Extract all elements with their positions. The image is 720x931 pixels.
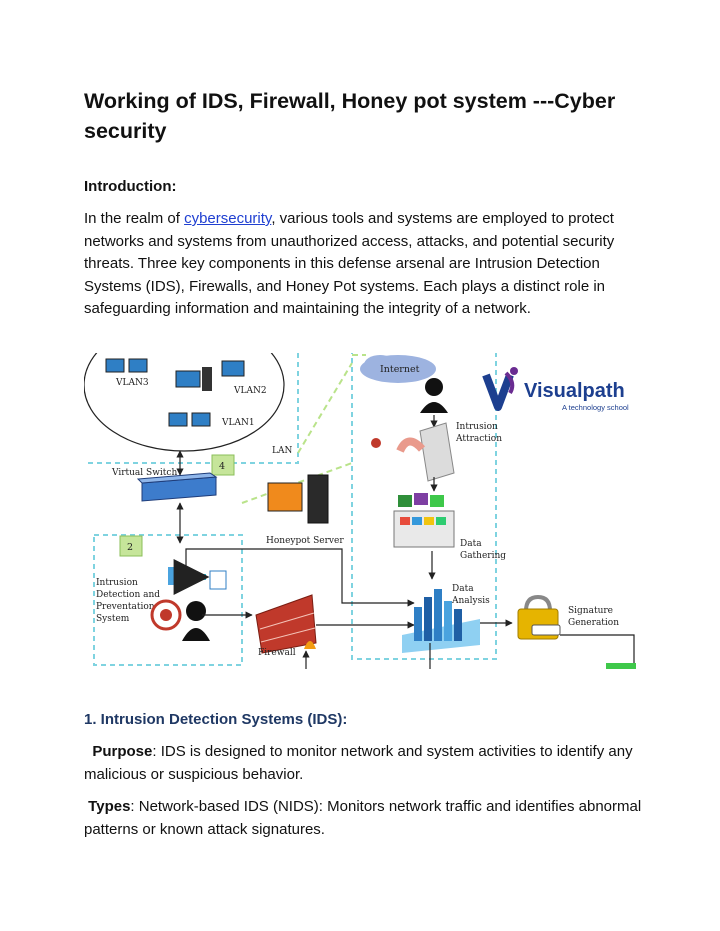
monitor-icon	[267, 474, 329, 524]
ids-label-line2: Detection and	[96, 590, 160, 600]
introduction-heading: Introduction:	[84, 178, 177, 195]
switch-icon	[136, 472, 218, 502]
vlan1-label: VLAN1	[221, 418, 255, 428]
ids-label-line4: System	[96, 614, 130, 624]
svg-text:Visualpath: Visualpath	[524, 380, 625, 402]
step-4-label: 4	[219, 461, 225, 472]
ids-label-line1: Intrusion	[96, 578, 138, 588]
security-architecture-diagram: VLAN3 VLAN2 VLAN1 LAN 4 Virtual Switch 2…	[84, 353, 636, 669]
computer-icon	[105, 358, 245, 427]
intro-text-start: In the realm of	[84, 210, 185, 227]
data-analysis-label-line2: Analysis	[451, 596, 490, 606]
intrusion-attraction-label-line2: Attraction	[455, 434, 502, 444]
ids-types-paragraph: Types: Network-based IDS (NIDS): Monitor…	[84, 796, 644, 841]
ids-purpose-paragraph: Purpose: IDS is designed to monitor netw…	[84, 741, 644, 786]
visualpath-logo: Visualpath A technology school	[482, 367, 629, 412]
types-text: : Network-based IDS (NIDS): Monitors net…	[84, 798, 642, 838]
data-analysis-label-line1: Data	[452, 584, 474, 594]
vlan3-label: VLAN3	[115, 378, 149, 388]
section-1-heading: 1. Intrusion Detection Systems (IDS):	[84, 711, 348, 728]
attacker-icon	[420, 378, 448, 413]
lan-label: LAN	[272, 446, 292, 456]
building-icon	[371, 422, 455, 482]
svg-text:A technology school: A technology school	[562, 403, 629, 412]
data-gathering-label-line1: Data	[460, 539, 482, 549]
purpose-label: Purpose	[92, 743, 153, 760]
intrusion-attraction-label-line1: Intrusion	[456, 422, 498, 432]
virtual-switch-label: Virtual Switch	[111, 468, 177, 478]
introduction-paragraph: In the realm of cybersecurity, various t…	[84, 208, 644, 321]
cloud-icon	[360, 355, 436, 383]
hacker-icon	[150, 567, 227, 641]
types-label: Types	[88, 798, 131, 815]
purpose-text: : IDS is designed to monitor network and…	[84, 743, 633, 783]
cybersecurity-link[interactable]: cybersecurity	[184, 210, 272, 227]
honeypot-server-label: Honeypot Server	[266, 536, 344, 546]
signature-label-line1: Signature	[568, 606, 613, 616]
firewall-icon	[255, 594, 317, 654]
intro-text-end: , various tools and systems are employed…	[84, 210, 615, 318]
internet-label: Internet	[380, 364, 420, 375]
data-gathering-icon	[393, 510, 455, 548]
bar-chart-icon	[402, 589, 480, 653]
lock-icon	[517, 594, 561, 640]
ids-label-line3: Preventation	[96, 602, 155, 612]
step-2-label: 2	[127, 542, 133, 553]
signature-label-line2: Generation	[568, 618, 619, 628]
vlan2-label: VLAN2	[233, 386, 267, 396]
firewall-label: Firewall	[258, 648, 296, 658]
page-title: Working of IDS, Firewall, Honey pot syst…	[84, 89, 616, 143]
puzzle-icon	[398, 493, 444, 507]
data-gathering-label-line2: Gathering	[460, 551, 506, 561]
